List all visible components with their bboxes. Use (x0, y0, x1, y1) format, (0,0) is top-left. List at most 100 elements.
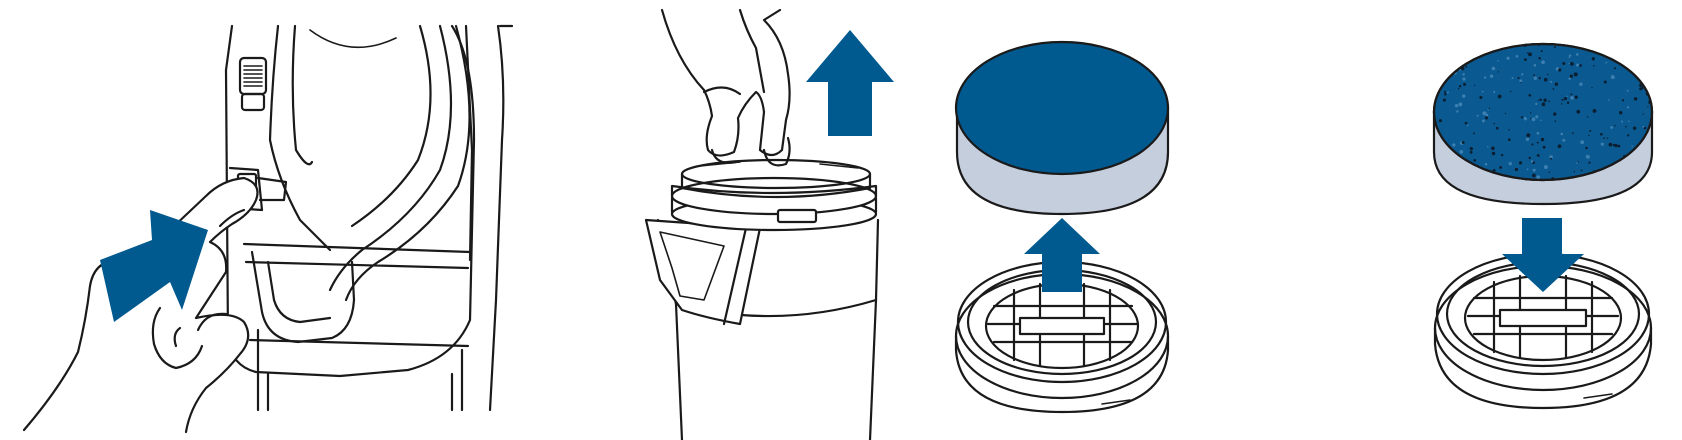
speckle-dot (1608, 99, 1610, 101)
speckle-dot (1436, 84, 1440, 88)
speckle-dot (1434, 175, 1437, 179)
speckle-dot (1473, 159, 1477, 162)
speckle-dot (1461, 94, 1466, 98)
speckle-dot (1618, 110, 1623, 115)
speckle-dot (1521, 73, 1524, 76)
speckle-dot (1452, 143, 1456, 147)
speckle-dot (1557, 144, 1562, 149)
speckle-dot (1462, 73, 1465, 76)
speckle-dot (1627, 134, 1630, 137)
speckle-dot (1493, 90, 1496, 94)
speckle-dot (1546, 73, 1549, 76)
speckle-dot (1528, 93, 1532, 97)
speckle-dot (1580, 140, 1585, 145)
speckle-dot (1549, 155, 1553, 159)
speckle-dot (1610, 75, 1615, 80)
speckle-dot (1484, 162, 1488, 166)
speckle-dot (1579, 64, 1582, 67)
speckle-dot (1462, 77, 1466, 81)
speckle-dot (1542, 145, 1546, 149)
speckle-dot (1532, 173, 1536, 178)
speckle-dot (1562, 61, 1566, 66)
speckle-dot (1529, 118, 1532, 120)
speckle-dot (1520, 116, 1524, 119)
speckle-dot (1468, 44, 1473, 47)
speckle-dot (1576, 63, 1580, 67)
speckle-dot (1470, 48, 1472, 50)
speckle-dot (1558, 68, 1562, 72)
speckle-dot (1554, 120, 1557, 122)
speckle-dot (1548, 100, 1550, 103)
hand-icon (22, 176, 259, 434)
speckle-dot (1495, 126, 1499, 130)
speckle-dot (1548, 171, 1550, 174)
speckle-dot (1531, 117, 1536, 122)
speckle-dot (1531, 143, 1534, 146)
speckle-dot (1645, 67, 1648, 69)
speckle-dot (1499, 165, 1503, 169)
speckle-dot (1530, 160, 1534, 163)
speckle-dot (1646, 176, 1648, 179)
speckle-dot (1605, 61, 1608, 64)
speckle-dot (1506, 56, 1510, 60)
speckle-dot (1625, 60, 1627, 63)
speckle-dot (1528, 52, 1532, 57)
speckle-dot (1643, 126, 1647, 130)
speckle-dot (1568, 56, 1570, 59)
speckle-dot (1488, 107, 1491, 110)
foam-filter-icon (1432, 42, 1654, 206)
speckle-dot (1514, 167, 1519, 172)
speckle-dot (1508, 162, 1512, 166)
speckle-dot (1491, 146, 1495, 151)
speckle-dot (1459, 150, 1464, 154)
speckle-dot (1579, 82, 1583, 86)
arrow-up-icon (1024, 218, 1100, 292)
speckle-dot (1552, 88, 1555, 90)
speckle-dot (1561, 98, 1564, 101)
speckle-dot (1614, 144, 1618, 148)
speckle-dot (1523, 58, 1527, 62)
filter-cage-icon (1433, 252, 1653, 410)
dust-container-icon (644, 158, 880, 440)
speckle-dot (1568, 77, 1571, 80)
speckle-dot (1618, 47, 1620, 49)
speckle-dot (1444, 90, 1447, 93)
speckle-dot (1588, 161, 1591, 164)
speckle-dot (1487, 109, 1489, 111)
speckle-dot (1483, 76, 1487, 79)
speckle-dot (1572, 132, 1574, 134)
speckle-dot (1436, 76, 1438, 79)
panel-press-release (22, 24, 514, 434)
speckle-dot (1449, 58, 1452, 60)
speckle-dot (1458, 102, 1463, 107)
speckle-dot (1454, 104, 1459, 108)
speckle-dot (1593, 170, 1595, 172)
speckle-dot (1614, 125, 1616, 127)
speckle-dot (1536, 131, 1540, 135)
speckle-dot (1533, 76, 1537, 80)
speckle-dot (1463, 82, 1467, 86)
speckle-dot (1473, 84, 1476, 86)
speckle-dot (1456, 110, 1459, 113)
speckle-dot (1529, 112, 1532, 114)
speckle-dot (1511, 77, 1514, 80)
speckle-dot (1539, 98, 1542, 102)
speckle-dot (1518, 161, 1523, 165)
speckle-dot (1633, 97, 1638, 101)
speckle-dot (1487, 145, 1489, 148)
speckle-dot (1536, 175, 1541, 180)
speckle-dot (1621, 99, 1625, 102)
speckle-dot (1491, 66, 1496, 71)
speckle-dot (1489, 74, 1494, 78)
speckle-dot (1536, 141, 1539, 144)
speckle-dot (1509, 90, 1512, 93)
hand-icon (660, 8, 791, 167)
speckle-dot (1535, 102, 1538, 106)
speckle-dot (1613, 67, 1617, 70)
vacuum-icon (224, 24, 514, 412)
speckle-dot (1560, 132, 1564, 136)
speckle-dot (1646, 44, 1649, 46)
speckle-dot (1541, 102, 1546, 107)
speckle-dot (1467, 124, 1469, 127)
speckle-dot (1626, 106, 1630, 109)
